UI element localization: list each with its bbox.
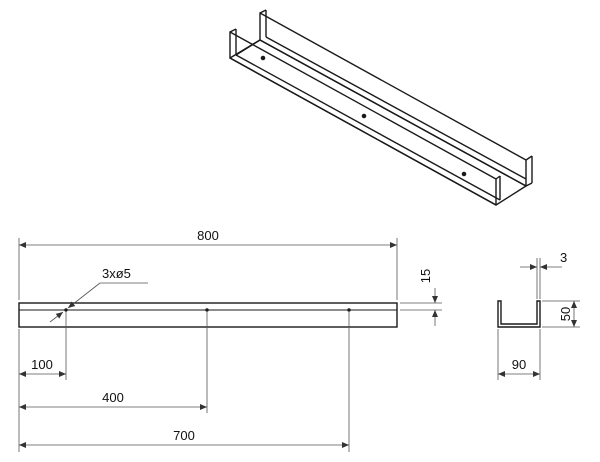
dim-depth-label: 90 xyxy=(512,357,526,372)
channel-bottom xyxy=(229,39,527,206)
dim-length-label: 800 xyxy=(197,228,219,243)
iso-hole-2 xyxy=(361,113,367,119)
back-wall xyxy=(259,12,527,187)
dim-thickness-label: 3 xyxy=(560,250,567,265)
front-view xyxy=(18,302,398,328)
iso-hole-1 xyxy=(260,55,266,61)
dim-length: 800 xyxy=(18,228,398,300)
dim-offset-400: 400 xyxy=(19,312,208,413)
dim-offset-700-label: 700 xyxy=(173,428,195,443)
dim-offset-100: 100 xyxy=(18,312,67,452)
dim-height-small-label: 15 xyxy=(418,269,433,283)
side-view-profile xyxy=(497,300,541,328)
dim-hole-label: 3xø5 xyxy=(102,266,131,281)
dim-offset-400-label: 400 xyxy=(102,390,124,405)
dim-offset-100-label: 100 xyxy=(31,357,53,372)
front-hole-1 xyxy=(64,308,68,312)
side-view xyxy=(497,300,541,328)
dim-height-label: 50 xyxy=(558,307,573,321)
dim-height-small: 15 xyxy=(400,269,442,326)
dim-depth: 90 xyxy=(497,329,541,380)
front-hole-2 xyxy=(205,308,209,312)
dim-offset-700: 700 xyxy=(19,312,350,452)
front-hole-3 xyxy=(347,308,351,312)
dim-hole-callout: 3xø5 xyxy=(49,266,148,323)
front-view-outline xyxy=(18,302,398,328)
isometric-view xyxy=(229,9,533,206)
dim-thickness: 3 xyxy=(520,250,567,299)
iso-hole-3 xyxy=(461,171,467,177)
dim-height: 50 xyxy=(542,300,580,328)
front-wall xyxy=(229,31,497,206)
